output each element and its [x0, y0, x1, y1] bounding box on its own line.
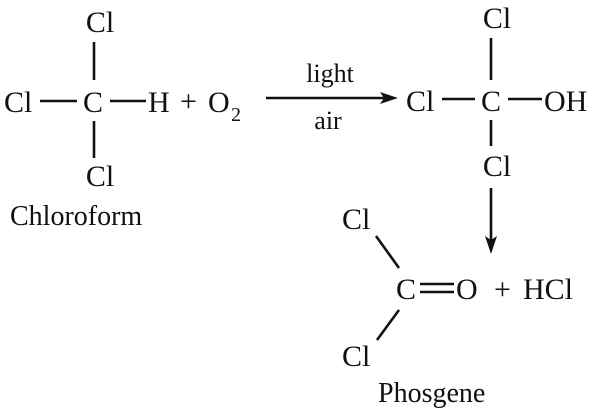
intermediate-bottom-cl: Cl	[483, 150, 511, 183]
phosgene-bottom-cl: Cl	[342, 340, 370, 373]
intermediate-top-cl: Cl	[483, 2, 511, 35]
plus-sign-2: +	[494, 273, 511, 306]
phosgene-oxygen: O	[456, 273, 478, 306]
phosgene-bottom-bond	[375, 309, 401, 341]
chloroform-top-cl: Cl	[86, 6, 114, 39]
condition-light: light	[306, 59, 354, 88]
intermediate-carbon: C	[481, 85, 501, 118]
chloroform-structure: Cl Cl C H Cl	[4, 6, 170, 193]
chloroform-left-cl: Cl	[4, 86, 32, 119]
intermediate-structure: Cl Cl C OH Cl	[406, 2, 587, 183]
decomposition-arrow	[485, 188, 497, 254]
chloroform-carbon: C	[83, 86, 103, 119]
intermediate-left-cl: Cl	[406, 85, 434, 118]
oxygen-symbol: O	[208, 86, 230, 119]
phosgene-label: Phosgene	[378, 378, 485, 409]
intermediate-hydroxyl: OH	[544, 85, 587, 118]
phosgene-top-bond	[374, 235, 401, 269]
chloroform-hydrogen: H	[148, 86, 170, 119]
decomposition-arrow-head	[485, 236, 497, 254]
chloroform-label: Chloroform	[10, 201, 142, 232]
reaction-arrow-head	[380, 92, 398, 104]
hcl-product: HCl	[523, 273, 573, 306]
chloroform-bottom-cl: Cl	[86, 160, 114, 193]
condition-air: air	[314, 106, 342, 135]
phosgene-top-cl: Cl	[342, 203, 370, 236]
reaction-arrow	[266, 92, 398, 104]
phosgene-carbon: C	[396, 273, 416, 306]
plus-sign-1: +	[180, 85, 197, 118]
phosgene-structure: Cl C O Cl	[342, 203, 478, 373]
oxygen-subscript: 2	[231, 104, 241, 126]
